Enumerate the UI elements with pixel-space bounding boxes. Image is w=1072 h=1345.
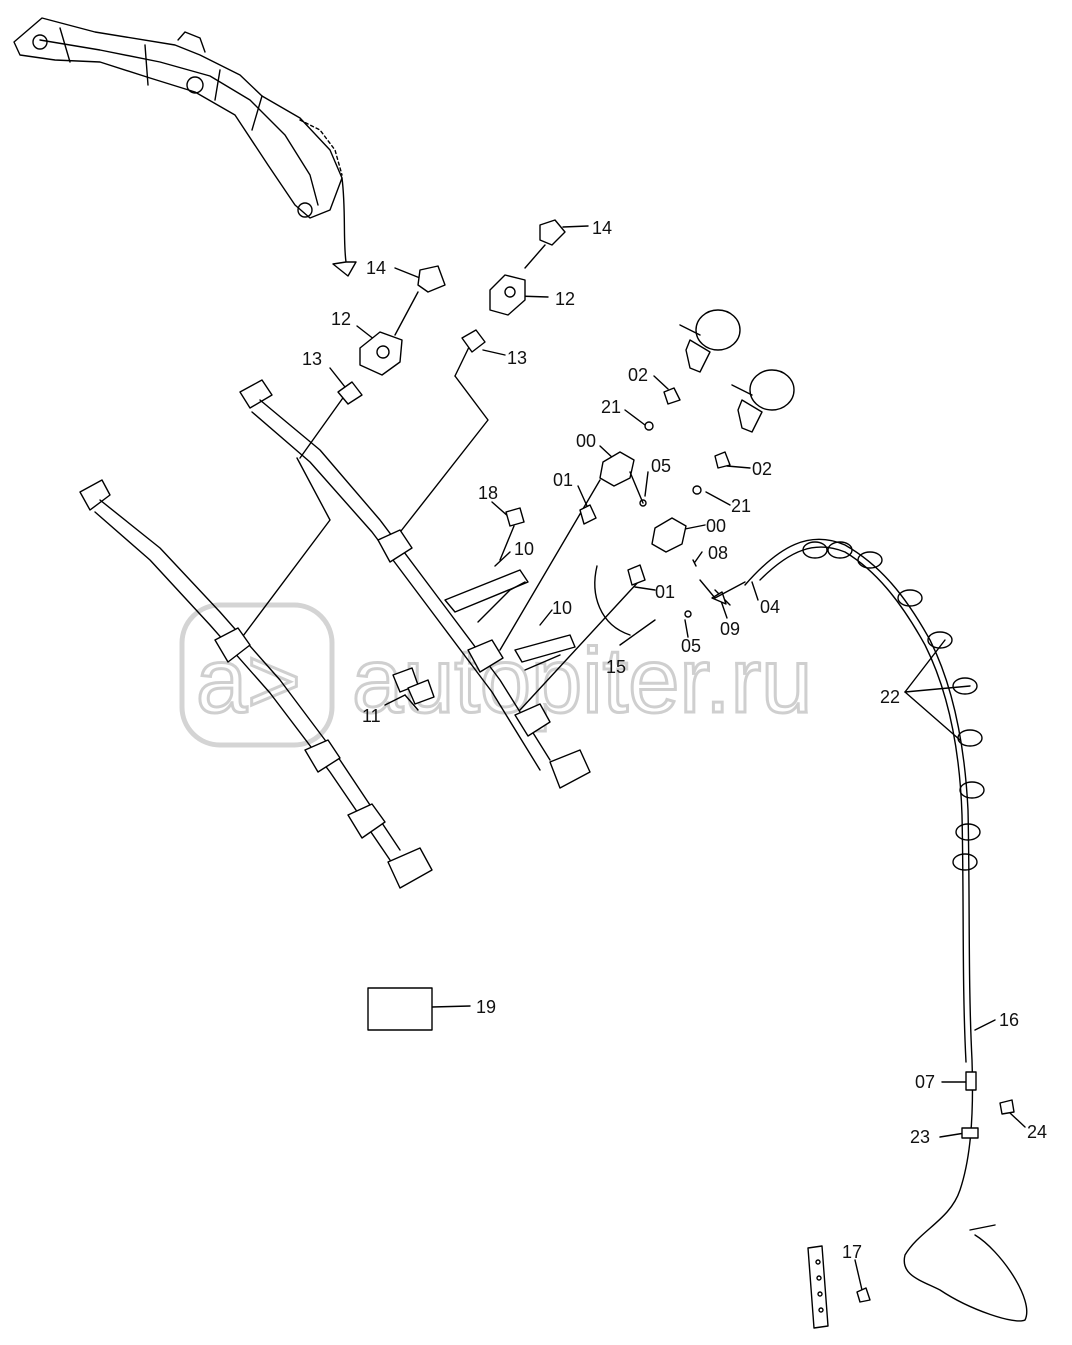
callout-leaders (239, 225, 1026, 1291)
label-17: 17 (842, 1242, 862, 1262)
watermark: a> autopiter.ru (179, 602, 814, 748)
accumulator-upper (695, 309, 741, 351)
label-15: 15 (606, 657, 626, 677)
hose-16 (744, 538, 1028, 1322)
label-00-lower: 00 (706, 516, 726, 536)
label-10-upper: 10 (514, 539, 534, 559)
label-14-left: 14 (366, 258, 386, 278)
nut-13-right (461, 329, 486, 353)
bolt-24 (999, 1099, 1015, 1115)
marker-07 (965, 1071, 977, 1091)
clamp-11-lower (407, 679, 435, 705)
clamp-10-lower (514, 634, 576, 663)
label-21-lower: 21 (731, 496, 751, 516)
watermark-logo (179, 602, 335, 748)
fitting-group-upper (337, 219, 566, 405)
label-10-lower: 10 (552, 598, 572, 618)
label-13-right: 13 (507, 348, 527, 368)
bracket-17 (807, 1245, 871, 1329)
label-05-lower: 05 (681, 636, 701, 656)
label-11: 11 (362, 706, 381, 726)
label-13-left: 13 (302, 349, 322, 369)
block-00-lower (651, 517, 687, 553)
label-09: 09 (720, 619, 740, 639)
label-05-upper: 05 (651, 456, 671, 476)
label-01-upper: 01 (553, 470, 573, 490)
flange-left (387, 847, 433, 889)
block-00-upper (599, 451, 635, 487)
label-01-lower: 01 (655, 582, 675, 602)
bolt-18 (505, 507, 525, 527)
label-08: 08 (708, 543, 728, 563)
pipe-assembly-left (79, 479, 433, 889)
manual-box-19 (367, 987, 433, 1031)
excavator-arm (13, 17, 357, 277)
part-labels: 14 14 12 12 13 13 02 02 21 21 00 00 05 0… (302, 218, 1047, 1262)
label-21-upper: 21 (601, 397, 621, 417)
label-12-left: 12 (331, 309, 351, 329)
accumulator-lower (749, 369, 795, 411)
label-04: 04 (760, 597, 780, 617)
clamp-assembly (392, 507, 576, 705)
label-00-upper: 00 (576, 431, 596, 451)
nut-13-left (337, 381, 363, 405)
fitting-14-left (417, 265, 446, 293)
clip-23 (961, 1127, 979, 1139)
block-12-left (359, 331, 403, 376)
label-16: 16 (999, 1010, 1019, 1030)
label-02-upper: 02 (628, 365, 648, 385)
label-23: 23 (910, 1127, 930, 1147)
label-19: 19 (476, 997, 496, 1017)
fitting-14-right (539, 219, 566, 246)
label-07: 07 (915, 1072, 935, 1092)
pipe-assembly-middle (239, 379, 591, 789)
watermark-text: autopiter.ru (352, 630, 812, 732)
label-02-lower: 02 (752, 459, 772, 479)
block-12-right (489, 274, 526, 316)
label-14-right: 14 (592, 218, 612, 238)
label-18: 18 (478, 483, 498, 503)
clamp-10-upper (444, 569, 529, 613)
label-24: 24 (1027, 1122, 1047, 1142)
label-12-right: 12 (555, 289, 575, 309)
valve-group (579, 309, 795, 636)
flange-middle (549, 749, 591, 789)
label-22: 22 (880, 687, 900, 707)
